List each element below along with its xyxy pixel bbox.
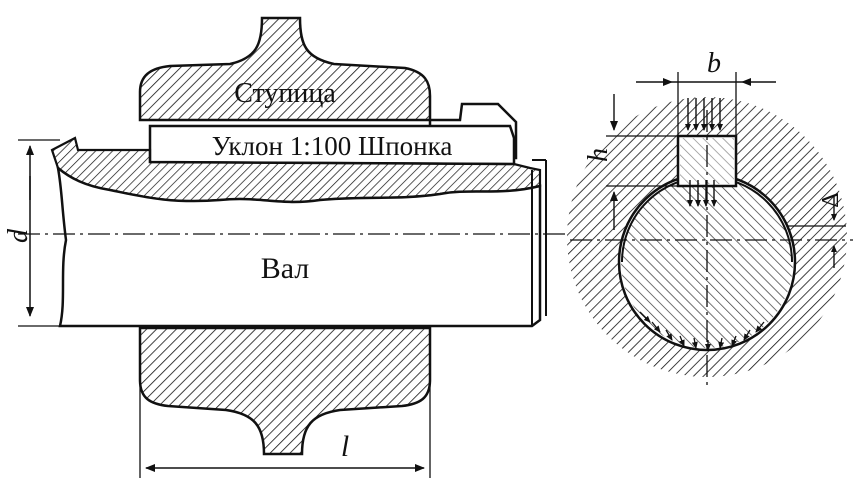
key-label: Уклон 1:100 Шпонка bbox=[212, 131, 453, 161]
key-top-pressure-arrows bbox=[685, 98, 723, 131]
key-bottom-pressure-arrows bbox=[687, 180, 717, 207]
dim-h-label: h bbox=[583, 148, 614, 162]
dim-b-label: b bbox=[707, 48, 721, 79]
bottom-pressure-arrows bbox=[639, 311, 765, 351]
cross-section: b h Δ bbox=[567, 48, 853, 386]
dim-d-label: d bbox=[3, 228, 34, 243]
dim-delta-label: Δ bbox=[818, 192, 844, 207]
dim-l-label: l bbox=[341, 430, 349, 463]
shaft-body bbox=[56, 164, 542, 328]
hub-label: Ступица bbox=[234, 78, 336, 109]
shaft-label: Вал bbox=[261, 252, 310, 285]
longitudinal-section: Ступица Уклон 1:100 Шпонка Вал d l bbox=[3, 16, 570, 478]
hub-lower-section bbox=[138, 326, 432, 456]
